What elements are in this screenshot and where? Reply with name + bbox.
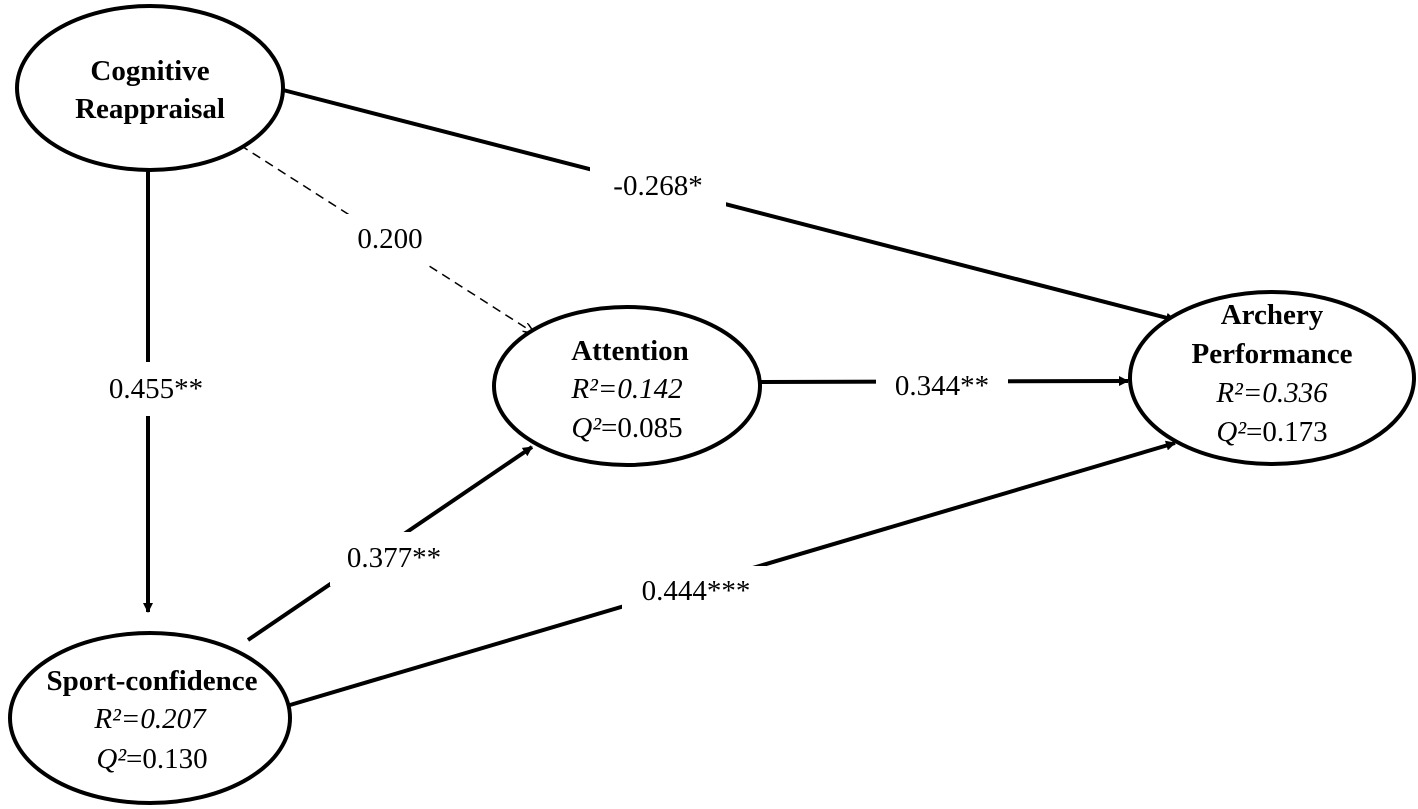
- edge-label-cr-sc: 0.455**: [109, 373, 203, 405]
- edge-label-cr-attention-group: 0.200: [340, 214, 440, 264]
- edge-label-cr-ap: -0.268*: [613, 170, 702, 202]
- node-archery-performance-q2-value: =0.173: [1246, 416, 1328, 448]
- edge-label-attention-ap: 0.344**: [895, 370, 989, 402]
- node-sport-confidence-r2: R²=0.207: [93, 703, 207, 735]
- node-attention-q2: Q²=0.085: [571, 412, 682, 444]
- node-archery-performance: Archery Performance R²=0.336 Q²=0.173: [1128, 290, 1416, 466]
- node-attention: Attention R²=0.142 Q²=0.085: [492, 305, 762, 467]
- node-attention-r2-value: =0.142: [598, 373, 683, 405]
- node-sport-confidence-q2-value: =0.130: [126, 743, 208, 775]
- node-cognitive-reappraisal-title-line1: Cognitive: [90, 55, 209, 87]
- edge-label-cr-attention: 0.200: [357, 223, 422, 255]
- edge-cr-to-ap: [282, 88, 1176, 323]
- node-archery-performance-q2-symbol: Q²: [1216, 416, 1247, 448]
- node-archery-performance-title-line1: Archery: [1221, 299, 1324, 331]
- node-archery-performance-q2: Q²=0.173: [1216, 416, 1327, 448]
- edge-cr-to-attention: [239, 144, 534, 333]
- edge-label-cr-ap-group: -0.268*: [590, 160, 726, 208]
- node-sport-confidence-r2-symbol: R²: [93, 703, 122, 735]
- node-sport-confidence: Sport-confidence R²=0.207 Q²=0.130: [8, 631, 292, 805]
- node-archery-performance-r2-value: =0.336: [1243, 377, 1328, 409]
- edge-label-sc-ap-group: 0.444***: [622, 566, 766, 618]
- node-archery-performance-r2-symbol: R²: [1215, 377, 1244, 409]
- node-attention-q2-symbol: Q²: [571, 412, 602, 444]
- edge-label-sc-attention: 0.377**: [347, 542, 441, 574]
- node-cognitive-reappraisal-title-line2: Reappraisal: [75, 93, 225, 125]
- node-attention-r2-symbol: R²: [570, 373, 599, 405]
- node-attention-title: Attention: [571, 335, 689, 367]
- edge-label-attention-ap-group: 0.344**: [876, 360, 1008, 410]
- node-sport-confidence-title: Sport-confidence: [46, 665, 257, 697]
- node-sport-confidence-q2-symbol: Q²: [96, 743, 127, 775]
- node-archery-performance-r2: R²=0.336: [1215, 377, 1328, 409]
- edge-label-sc-ap: 0.444***: [642, 575, 751, 607]
- edge-label-sc-attention-group: 0.377**: [330, 532, 456, 586]
- node-archery-performance-title-line2: Performance: [1191, 338, 1352, 370]
- node-attention-q2-value: =0.085: [601, 412, 683, 444]
- edge-label-cr-sc-group: 0.455**: [94, 362, 218, 416]
- node-sport-confidence-r2-value: =0.207: [121, 703, 207, 735]
- node-sport-confidence-q2: Q²=0.130: [96, 743, 207, 775]
- node-cognitive-reappraisal: Cognitive Reappraisal: [15, 4, 285, 172]
- node-attention-r2: R²=0.142: [570, 373, 682, 405]
